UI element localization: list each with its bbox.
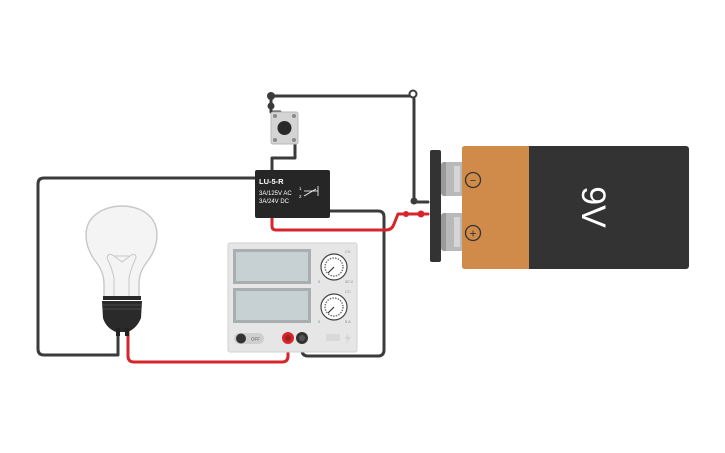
pushbutton[interactable] [270, 111, 299, 145]
power-supply[interactable]: CV 30 V 0 CC 5 A 0 OFF [227, 242, 358, 353]
voltage-dial-min: 0 [318, 279, 321, 284]
bulb-socket-top [103, 296, 141, 300]
battery-terminal-positive[interactable] [441, 213, 463, 251]
supply-positive-terminal[interactable] [282, 332, 294, 344]
bulb-lead-right [125, 328, 129, 336]
junction-dot [417, 210, 425, 218]
relay-model-label: LU-5-R [259, 177, 284, 186]
bulb-lead-left [116, 328, 120, 336]
battery-positive-symbol: + [469, 227, 476, 241]
relay-pin-2: 2 [299, 194, 302, 199]
battery-terminal-negative[interactable] [441, 162, 463, 196]
pushbutton-pin [292, 114, 296, 118]
power-switch[interactable] [234, 333, 264, 344]
wire-relay-to-supply-negative[interactable] [300, 209, 386, 358]
voltage-dial-max: 30 V [345, 279, 354, 284]
pushbutton-pin [273, 138, 277, 142]
supply-brand-mark [326, 334, 340, 341]
relay-switch-symbol [303, 186, 319, 197]
relay-pin-1: 1 [299, 186, 302, 191]
wire-bulb-to-supply-positive[interactable] [126, 330, 290, 364]
wire-relay-to-battery-positive[interactable] [270, 212, 430, 232]
power-switch-label: OFF [251, 337, 260, 342]
supply-negative-terminal[interactable] [296, 332, 308, 344]
bolt-icon [345, 333, 351, 344]
supply-display-1-face [236, 252, 308, 281]
wire-junctions [267, 89, 425, 218]
bulb-filament [106, 253, 137, 296]
battery-9v[interactable]: − + 9V [430, 146, 689, 269]
pushbutton-pin [292, 138, 296, 142]
bulb-socket-ridges [103, 304, 141, 310]
current-dial-max: 5 A [345, 319, 351, 324]
current-dial[interactable] [320, 293, 348, 321]
bulb-socket [102, 301, 142, 332]
bulb-glass [85, 205, 158, 299]
junction-dot [267, 92, 275, 100]
battery-body-orange [462, 146, 529, 269]
junction-ring [408, 89, 418, 99]
light-bulb[interactable] [85, 205, 158, 336]
battery-body-orange-edge [524, 146, 529, 269]
relay-rating-ac: 3A/125V AC [259, 191, 292, 197]
relay-body [255, 170, 330, 218]
relay[interactable]: LU-5-R 3A/125V AC 3A/24V DC 1 2 [255, 170, 330, 218]
junction-dot [267, 102, 275, 110]
battery-voltage-label: 9V [574, 186, 612, 228]
supply-display-2-face [236, 291, 308, 320]
plus-icon [464, 224, 482, 242]
battery-negative-symbol: − [470, 175, 476, 187]
battery-connector-clip [430, 150, 441, 262]
junction-dot [403, 211, 409, 217]
wire-button-to-relay[interactable] [270, 138, 297, 172]
voltage-dial-label: CV [345, 249, 351, 254]
junction-dot [410, 197, 418, 205]
minus-icon [464, 171, 482, 189]
voltage-dial[interactable] [320, 253, 348, 281]
current-dial-label: CC [345, 289, 351, 294]
relay-rating-dc: 3A/24V DC [259, 199, 290, 205]
current-dial-min: 0 [318, 319, 321, 324]
wire-bulb-to-relay[interactable] [36, 176, 259, 357]
pushbutton-pin [273, 114, 277, 118]
pushbutton-cap[interactable] [277, 121, 292, 135]
